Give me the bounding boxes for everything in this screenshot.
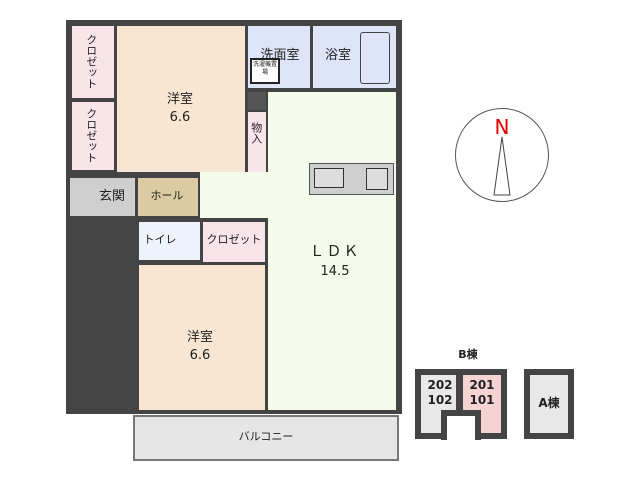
closet-2-label: クロゼット [206,233,262,246]
compass-needle-icon [493,136,511,196]
western-room-2 [139,265,265,410]
closet-top [72,26,114,98]
storage [248,112,266,174]
sink-icon [314,168,344,188]
compass-north-label: N [494,115,510,139]
building-b-label: B棟 [458,348,478,361]
bathtub-icon [360,32,390,84]
pipe-space [248,92,266,110]
closet-mid [72,102,114,170]
western-room-1 [117,26,245,172]
balcony [133,415,399,461]
unit-101: 101 [469,393,495,407]
western-room-1-size: 6.6 [169,110,191,125]
entrance-label: 玄関 [98,189,125,204]
western-room-2-name: 洋室 [186,330,213,345]
western-room-2-size: 6.6 [189,348,211,363]
closet-mid-label: クロゼット [84,108,98,163]
balcony-label: バルコニー [238,430,294,443]
building-a [524,369,574,439]
unit-201: 201 [469,378,495,392]
hall [138,178,198,216]
building-a-label: A棟 [538,396,560,410]
toilet [139,222,200,260]
closet-2 [203,222,265,262]
ldk-size: 14.5 [320,264,350,279]
corridor [200,172,270,218]
bathroom [313,26,396,88]
western-room-1-name: 洋室 [166,92,193,107]
bathroom-label: 浴室 [324,48,351,63]
ldk-name: ＬＤＫ [309,242,361,260]
entrance [70,178,135,216]
ldk [268,92,396,410]
unit-202: 202 [427,378,453,392]
unit-102: 102 [427,393,453,407]
laundry-label: 洗濯機置場 [252,61,277,76]
building-b-notch [441,410,481,440]
toilet-label: トイレ [143,233,177,246]
stove-icon [366,168,388,190]
hall-label: ホール [150,189,184,202]
compass-circle [455,108,549,202]
closet-top-label: クロゼット [84,34,98,89]
laundry-space [250,58,280,84]
storage-label: 物入 [249,122,263,144]
